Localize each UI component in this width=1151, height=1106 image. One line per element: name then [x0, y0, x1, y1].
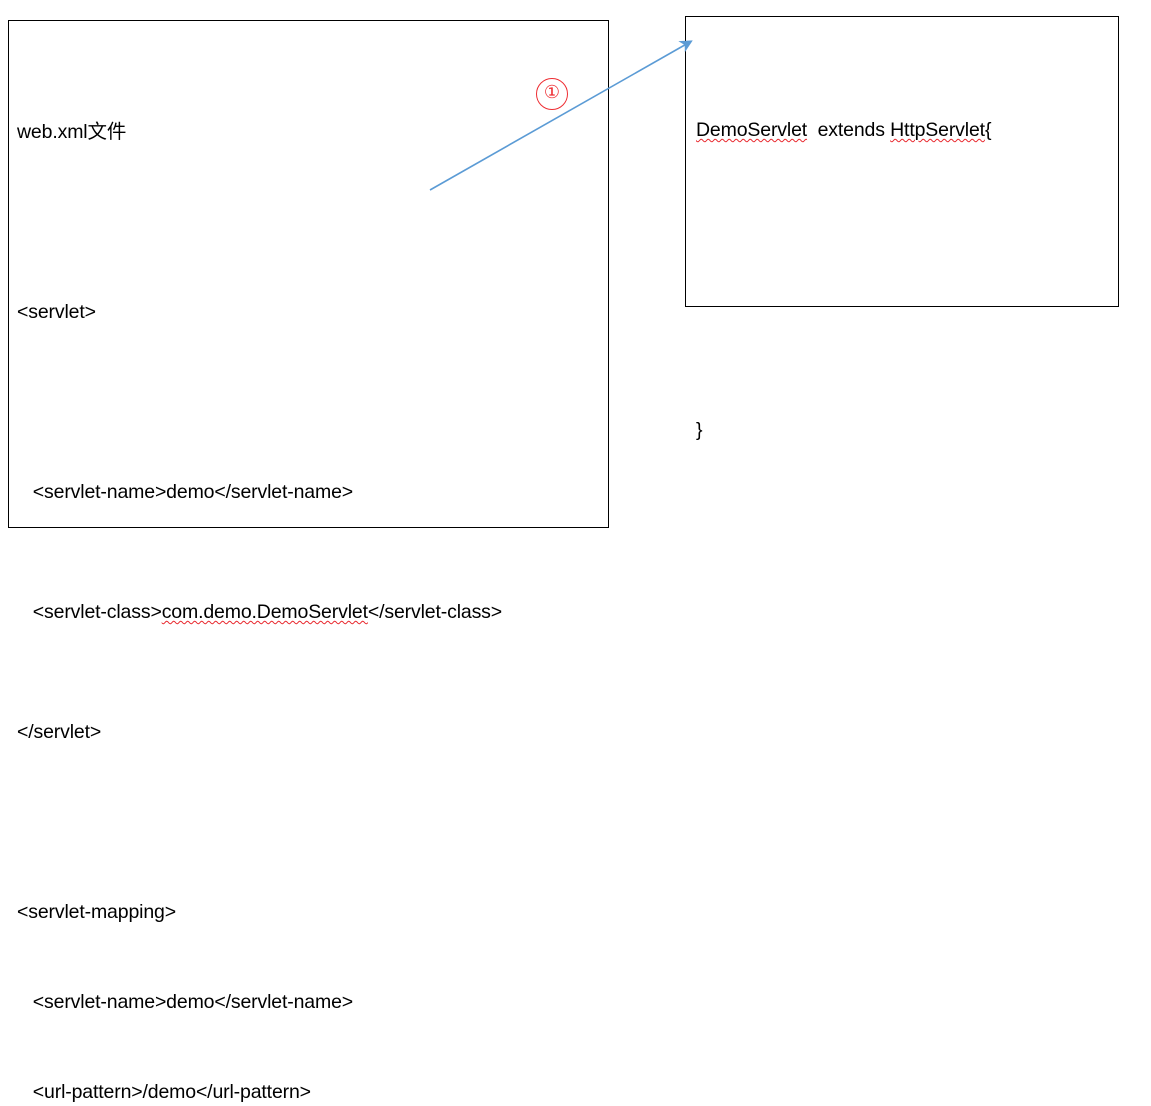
java-extends-keyword: extends — [807, 119, 891, 141]
java-class-declaration: DemoServlet extends HttpServlet{ — [696, 115, 1114, 145]
xml-line-url-pattern: <url-pattern>/demo</url-pattern> — [17, 1081, 311, 1103]
xml-line-servlet-open: <servlet> — [17, 301, 96, 323]
callout-number-badge: ① — [536, 78, 568, 110]
xml-servlet-class-prefix: <servlet-class> — [17, 601, 162, 623]
xml-servlet-class-suffix: </servlet-class> — [367, 601, 503, 623]
java-code-block: DemoServlet extends HttpServlet{ } — [696, 25, 1114, 535]
java-open-brace: { — [984, 119, 992, 141]
java-blank-line-2 — [696, 325, 1114, 355]
java-blank-line-1 — [696, 235, 1114, 265]
xml-blank-line-2 — [17, 387, 604, 417]
xml-heading: web.xml文件 — [17, 121, 127, 143]
java-close-brace-line: } — [696, 419, 703, 441]
web-xml-panel: web.xml文件 <servlet> <servlet-name>demo</… — [8, 20, 609, 1103]
xml-line-servlet-class: <servlet-class>com.demo.DemoServlet</ser… — [17, 597, 604, 627]
java-superclass-name: HttpServlet — [890, 119, 985, 141]
xml-line-mapping-open: <servlet-mapping> — [17, 901, 176, 923]
xml-line-servlet-name: <servlet-name>demo</servlet-name> — [17, 481, 354, 503]
java-class-name: DemoServlet — [696, 119, 808, 141]
xml-blank-line-1 — [17, 207, 604, 237]
xml-line-servlet-close: </servlet> — [17, 721, 102, 743]
java-class-panel: DemoServlet extends HttpServlet{ } — [685, 16, 1119, 441]
xml-line-mapping-name: <servlet-name>demo</servlet-name> — [17, 991, 354, 1013]
xml-servlet-class-value: com.demo.DemoServlet — [161, 601, 368, 623]
xml-blank-line-3 — [17, 807, 604, 837]
web-xml-code-block: web.xml文件 <servlet> <servlet-name>demo</… — [17, 27, 604, 1106]
